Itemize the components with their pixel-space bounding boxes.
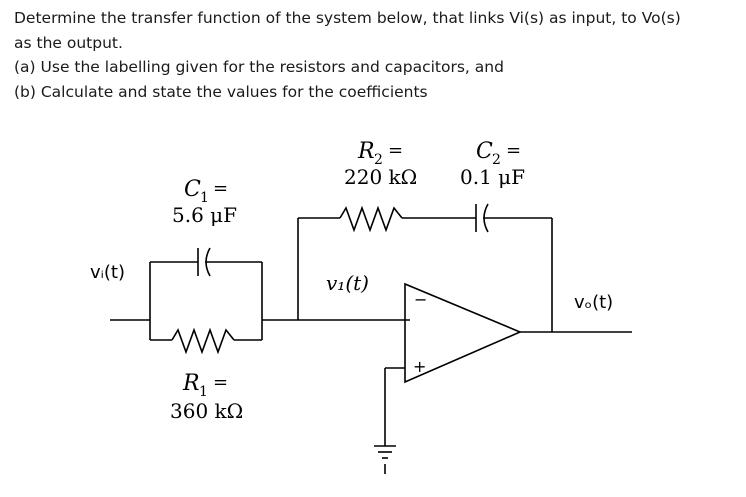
c2-equals: = <box>506 140 521 161</box>
label-c1: C 1 = 5.6 μF <box>172 177 237 227</box>
r2-symbol: R <box>357 139 375 164</box>
r2-subscript: 2 <box>374 152 383 168</box>
r2-value: 220 kΩ <box>344 165 417 189</box>
op-amp <box>404 282 523 384</box>
c1-symbol: C <box>184 177 201 202</box>
c2-symbol: C <box>476 139 493 164</box>
opamp-minus-sign: − <box>414 290 427 309</box>
r1-subscript: 1 <box>199 384 208 400</box>
resistor-r1 <box>150 327 262 355</box>
label-r2: R 2 = 220 kΩ <box>344 139 417 189</box>
capacitor-c2 <box>475 203 552 233</box>
c2-subscript: 2 <box>492 152 501 168</box>
label-c2: C 2 = 0.1 μF <box>460 139 525 189</box>
ground-connection <box>374 367 405 474</box>
label-v1: v₁(t) <box>326 271 369 295</box>
opamp-plus-sign: + <box>413 357 426 376</box>
resistor-r2 <box>298 205 476 233</box>
question-part-b: (b) Calculate and state the values for t… <box>14 83 428 101</box>
label-r1: R 1 = 360 kΩ <box>170 371 243 423</box>
capacitor-c1 <box>150 247 262 277</box>
c1-equals: = <box>213 178 228 199</box>
question-line-1: Determine the transfer function of the s… <box>14 9 681 27</box>
question-line-2: as the output. <box>14 34 123 52</box>
question-part-a: (a) Use the labelling given for the resi… <box>14 58 504 76</box>
label-vo: vₒ(t) <box>574 292 613 313</box>
c1-subscript: 1 <box>200 190 209 206</box>
r1-symbol: R <box>182 371 200 396</box>
c1-value: 5.6 μF <box>172 203 237 227</box>
r1-equals: = <box>213 372 228 393</box>
r2-equals: = <box>388 140 403 161</box>
r1-value: 360 kΩ <box>170 399 243 423</box>
c2-value: 0.1 μF <box>460 165 525 189</box>
label-vi: vᵢ(t) <box>90 262 125 283</box>
